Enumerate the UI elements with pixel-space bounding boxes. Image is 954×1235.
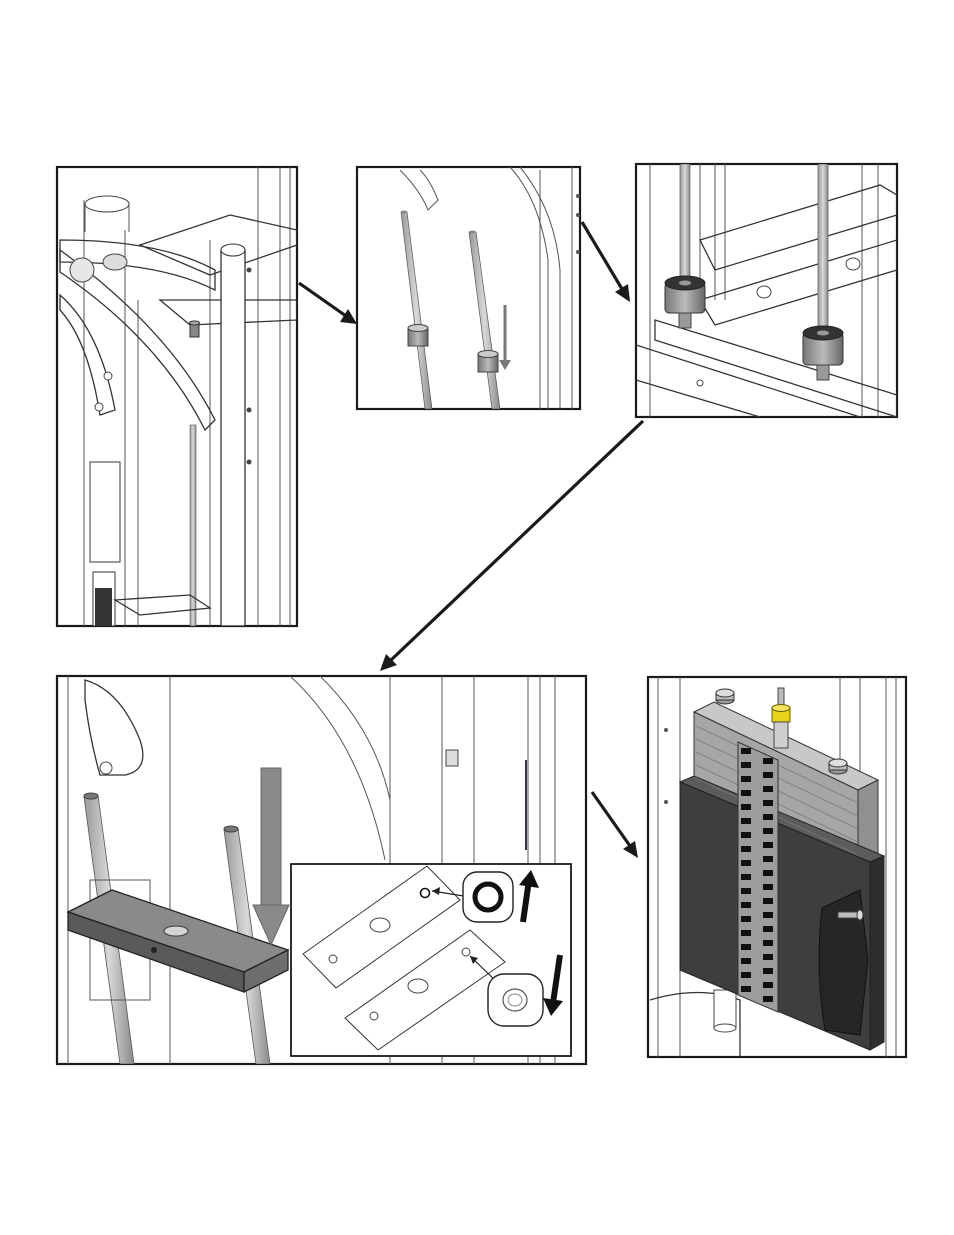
panel-frame-top-view xyxy=(57,167,297,626)
inset-plate-orientation-detail xyxy=(291,864,571,1056)
panel-weight-stack-complete xyxy=(648,677,906,1057)
arrow-panel4-to-panel5 xyxy=(592,792,638,858)
panel-guide-rods-bushings xyxy=(357,167,580,409)
panel-bushings-closeup xyxy=(636,164,897,417)
arrow-panel1-to-panel2 xyxy=(299,283,357,324)
arrow-panel2-to-panel3 xyxy=(582,222,630,302)
arrow-panel3-to-panel4 xyxy=(380,421,643,671)
panel-top-plate-install xyxy=(57,676,586,1064)
